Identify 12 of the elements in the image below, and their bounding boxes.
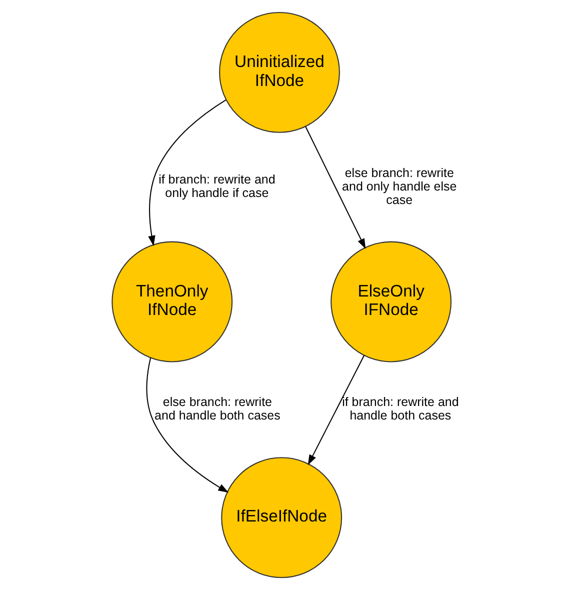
node-circle: ThenOnly IfNode [112,241,233,362]
arrow [148,99,226,246]
arrow [308,355,365,466]
edge-label: if branch: rewrite and only handle if case [158,172,276,200]
arrow [146,358,229,493]
node-circle: Uninitialized IfNode [219,12,340,133]
node-circle: IfElseIfNode [221,457,342,578]
edge-label: if branch: rewrite and handle both cases [342,395,459,423]
arrow [305,126,366,250]
node-circle: ElseOnly IFNode [330,241,452,362]
edge-label: else branch: rewrite and handle both cases [154,395,280,423]
edge-label: else branch: rewrite and only handle else case [342,166,457,207]
